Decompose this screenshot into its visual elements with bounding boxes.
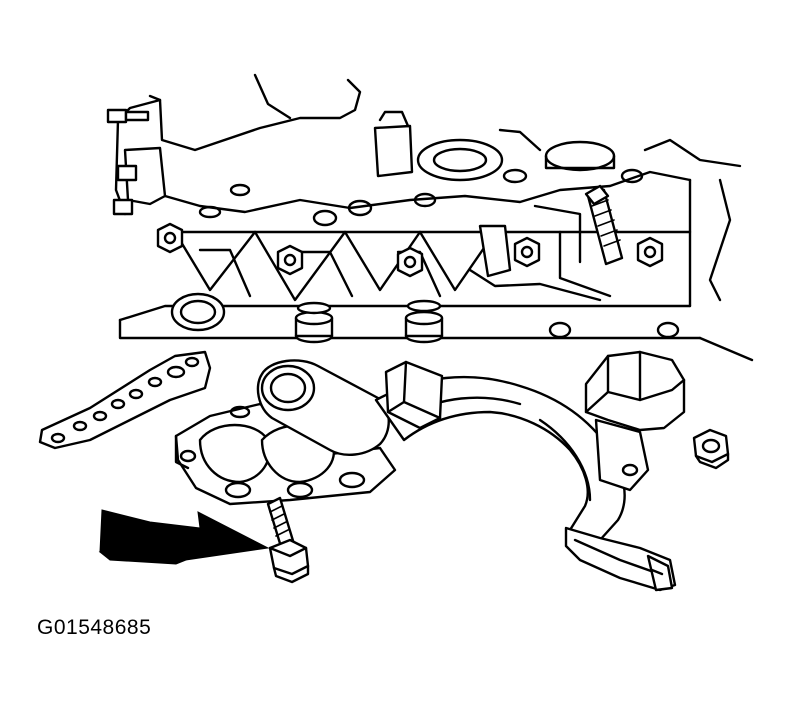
nut-stack-icon (294, 301, 334, 344)
exhaust-manifold (174, 350, 686, 592)
stud-icon (584, 184, 624, 266)
bolt-icon (276, 244, 304, 276)
arrows (98, 509, 270, 565)
manifold-nut (692, 428, 730, 470)
stud-icon (112, 198, 134, 216)
heat-shield-bracket (38, 350, 212, 450)
bolt-icon (636, 236, 664, 268)
nut-stack-icon (404, 299, 444, 344)
stud-icon (106, 108, 150, 124)
manifold-bolt (266, 496, 310, 584)
cylinder-head (106, 73, 754, 362)
stud-icon (116, 164, 138, 182)
figure-id-label: G01548685 (37, 616, 152, 639)
bolt-icon (396, 246, 424, 278)
bolt-icon (156, 222, 184, 254)
mount-boss-icon (584, 350, 686, 492)
sensor-boss-icon (384, 360, 444, 430)
arrow-icon (98, 545, 187, 565)
bolt-icon (513, 236, 541, 268)
port-ring-icon (170, 292, 226, 332)
